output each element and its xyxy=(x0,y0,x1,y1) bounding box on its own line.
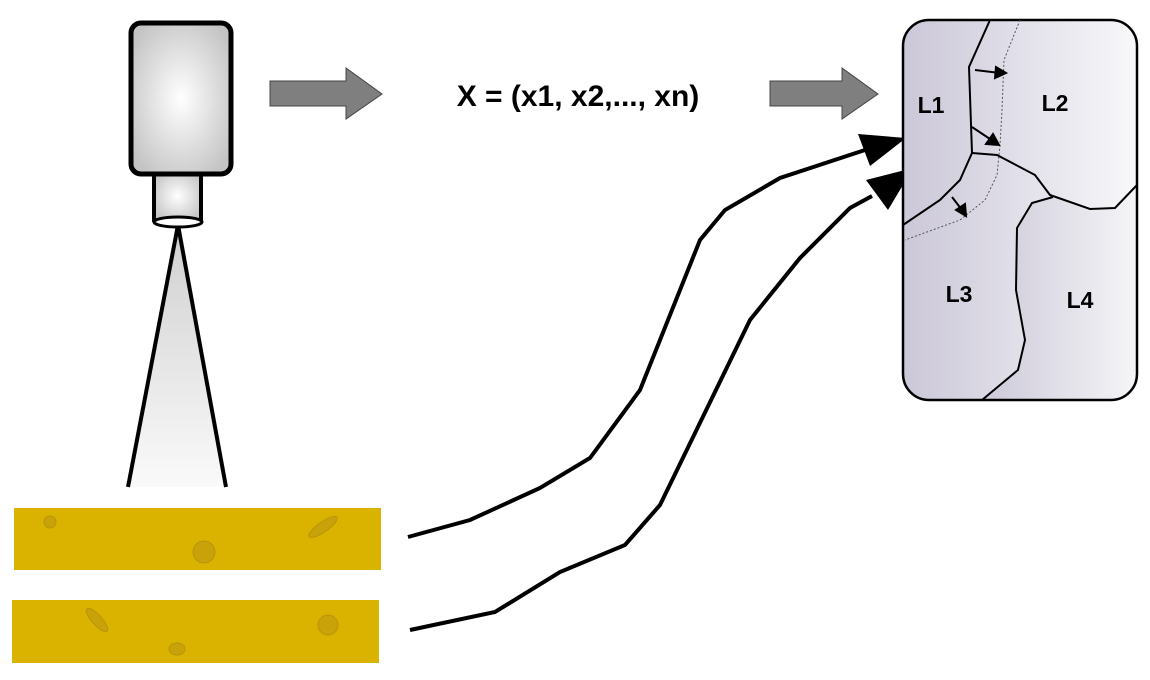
defect xyxy=(317,614,339,636)
feature-map: L1 L2 L3 L4 xyxy=(901,18,1139,402)
defect xyxy=(192,540,216,564)
defect xyxy=(308,515,338,539)
defect xyxy=(168,642,186,656)
product-sample-1 xyxy=(14,508,381,570)
light-cone xyxy=(128,225,226,487)
shift-arrows xyxy=(951,65,1009,218)
product-sample-2 xyxy=(12,600,379,663)
region-label-l2: L2 xyxy=(1042,90,1069,116)
defect xyxy=(85,607,109,633)
region-l4 xyxy=(982,185,1137,400)
flow-arrow-1 xyxy=(269,67,383,120)
mapping-arrow-1 xyxy=(407,134,906,539)
defect xyxy=(43,515,57,529)
mapping-arrow-2 xyxy=(409,168,913,632)
region-label-l1: L1 xyxy=(918,92,945,118)
feature-vector-formula: X = (x1, x2,..., xn) xyxy=(457,80,700,113)
region-label-l4: L4 xyxy=(1067,287,1094,313)
camera-lens xyxy=(152,170,203,222)
camera-icon xyxy=(126,20,234,488)
region-label-l3: L3 xyxy=(946,281,973,307)
flow-arrow-2 xyxy=(769,67,879,120)
shifted-boundary xyxy=(904,19,1021,241)
camera-body xyxy=(128,20,234,177)
